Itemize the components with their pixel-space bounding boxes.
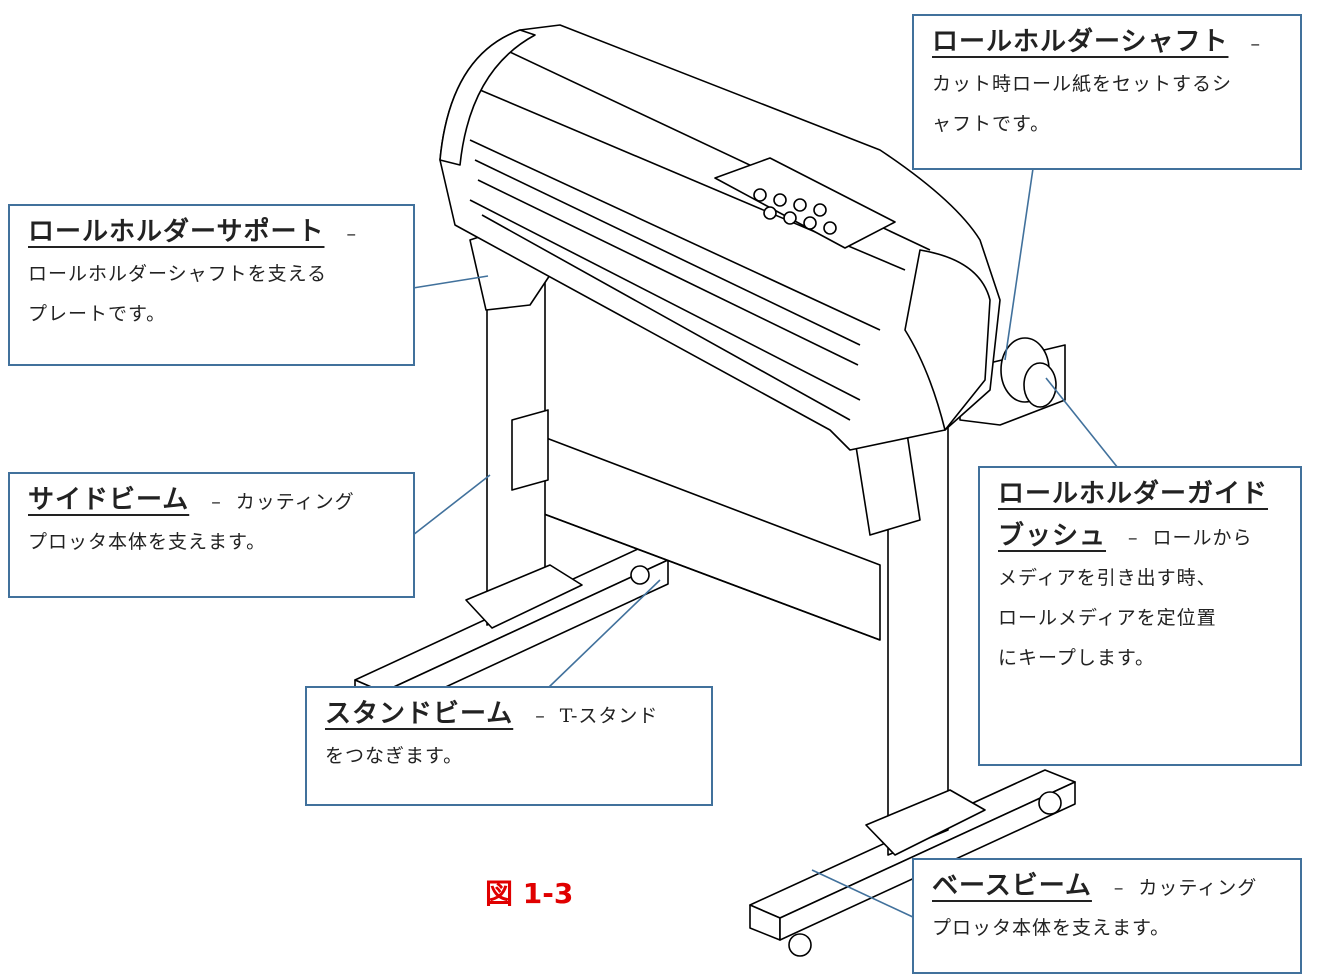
callout-base-beam: ベースビーム–カッティング プロッタ本体を支えます。 [912, 858, 1302, 974]
callout-text: カッティング [235, 491, 355, 513]
dash: – [211, 491, 222, 513]
callout-side-beam: サイドビーム–カッティング プロッタ本体を支えます。 [8, 472, 415, 598]
callout-text: プロッタ本体を支えます。 [28, 531, 267, 553]
leader-lines [412, 147, 1119, 919]
callout-title: ロールホルダーシャフト [932, 27, 1229, 57]
callout-text: ャフトです。 [932, 113, 1051, 135]
roll-holder-hub [1000, 337, 1057, 408]
callout-roll-holder-guide-bush: ロールホルダーガイド ブッシュ–ロールから メディアを引き出す時、 ロールメディ… [978, 466, 1302, 766]
callout-title: ブッシュ [998, 521, 1107, 551]
callout-text: ロールから [1152, 527, 1253, 549]
dash: – [535, 705, 546, 727]
callout-title: ベースビーム [932, 871, 1092, 901]
callout-text: カット時ロール紙をセットするシ [932, 73, 1233, 95]
callout-text: カッティング [1138, 877, 1258, 899]
callout-text: プレートです。 [28, 303, 167, 325]
callout-text: にキープします。 [998, 647, 1155, 669]
callout-title: サイドビーム [28, 485, 190, 515]
figure-caption: 図 1-3 [485, 877, 574, 910]
right-side-beam [865, 419, 986, 856]
callout-title: ロールホルダーガイド [998, 479, 1269, 509]
callout-text: プロッタ本体を支えます。 [932, 917, 1171, 939]
callout-text: をつなぎます。 [325, 745, 464, 767]
dash: – [1250, 33, 1261, 55]
callout-title: ロールホルダーサポート [28, 217, 325, 247]
callout-roll-holder-support: ロールホルダーサポート– ロールホルダーシャフトを支える プレートです。 [8, 204, 415, 366]
callout-roll-holder-shaft: ロールホルダーシャフト– カット時ロール紙をセットするシ ャフトです。 [912, 14, 1302, 170]
callout-stand-beam: スタンドビーム–T-スタンド をつなぎます。 [305, 686, 713, 806]
callout-text: T-スタンド [559, 705, 659, 727]
dash: – [1128, 527, 1139, 549]
callout-text: ロールホルダーシャフトを支える [28, 263, 328, 285]
dash: – [346, 223, 357, 245]
callout-title: スタンドビーム [325, 699, 514, 729]
callout-text: ロールメディアを定位置 [998, 607, 1217, 629]
dash: – [1113, 877, 1125, 899]
left-side-beam [465, 282, 583, 629]
callout-text: メディアを引き出す時、 [998, 567, 1217, 589]
plotter-body [439, 24, 1001, 451]
